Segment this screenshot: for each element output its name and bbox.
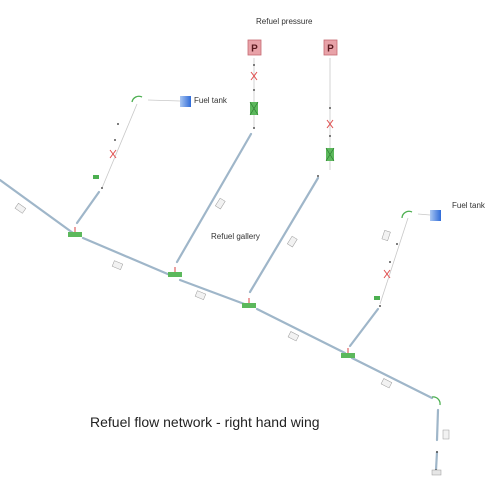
fuel-tank-left-label: Fuel tank xyxy=(194,96,227,105)
check-valves xyxy=(109,71,391,279)
junction-node[interactable] xyxy=(341,348,355,358)
pipe-gallery-1[interactable] xyxy=(81,236,172,277)
small-valve-icon[interactable] xyxy=(374,296,380,300)
pipe-refuel-1[interactable] xyxy=(175,132,253,264)
pressure-source-1[interactable]: P xyxy=(247,39,262,56)
isolation-valves xyxy=(93,101,380,300)
valve-icon[interactable] xyxy=(109,149,117,159)
junction-node[interactable] xyxy=(168,267,182,277)
pipe-tag xyxy=(14,202,27,214)
pipe-down-outlet[interactable] xyxy=(435,408,440,442)
green-valve-icon[interactable] xyxy=(249,101,259,116)
pipe-branch-left[interactable] xyxy=(75,190,101,225)
pipe-gallery-3[interactable] xyxy=(255,307,347,355)
node-markers xyxy=(101,64,438,471)
pipe-down-outlet-2[interactable] xyxy=(434,450,439,472)
valve-icon[interactable] xyxy=(383,269,391,279)
junction-node[interactable] xyxy=(68,227,82,237)
fuel-tank-left[interactable] xyxy=(180,96,191,107)
pipe-gallery-4[interactable] xyxy=(350,356,434,400)
refuel-pressure-label: Refuel pressure xyxy=(256,17,313,26)
outlet-node[interactable] xyxy=(431,469,442,476)
pipe-tag xyxy=(111,260,124,270)
main-gallery-pipes xyxy=(0,132,440,472)
pipe-tags xyxy=(14,197,450,440)
pipe-tag xyxy=(287,331,300,342)
pipe-refuel-2[interactable] xyxy=(248,176,320,294)
refuel-gallery-label: Refuel gallery xyxy=(211,232,260,241)
pipe-tag xyxy=(380,378,393,389)
pipe-tag xyxy=(286,235,298,248)
pipe-tag xyxy=(442,429,450,440)
pipe-tag xyxy=(381,230,391,242)
small-valve-icon[interactable] xyxy=(93,175,99,179)
diagram-title: Refuel flow network - right hand wing xyxy=(90,414,320,430)
green-valve-icon[interactable] xyxy=(325,147,335,162)
pressure-symbol-1: P xyxy=(251,44,258,55)
pump-icon[interactable] xyxy=(401,210,413,219)
pressure-source-2[interactable]: P xyxy=(323,39,338,56)
fuel-tank-right[interactable] xyxy=(430,210,441,221)
pipe-tag xyxy=(194,290,207,300)
pipe-gallery-2[interactable] xyxy=(178,278,249,307)
valve-icon[interactable] xyxy=(326,119,334,129)
pipe-branch-right[interactable] xyxy=(348,307,380,348)
junction-node[interactable] xyxy=(242,298,256,308)
valve-icon[interactable] xyxy=(250,71,258,81)
pressure-symbol-2: P xyxy=(327,44,334,55)
junctions xyxy=(68,227,355,358)
pipe-tag xyxy=(214,197,226,210)
pump-icon[interactable] xyxy=(131,95,143,103)
pump-icon[interactable] xyxy=(431,396,441,406)
arc-symbols xyxy=(131,95,441,406)
fuel-tank-right-label: Fuel tank xyxy=(452,201,485,210)
pipe-inlet[interactable] xyxy=(0,178,75,235)
